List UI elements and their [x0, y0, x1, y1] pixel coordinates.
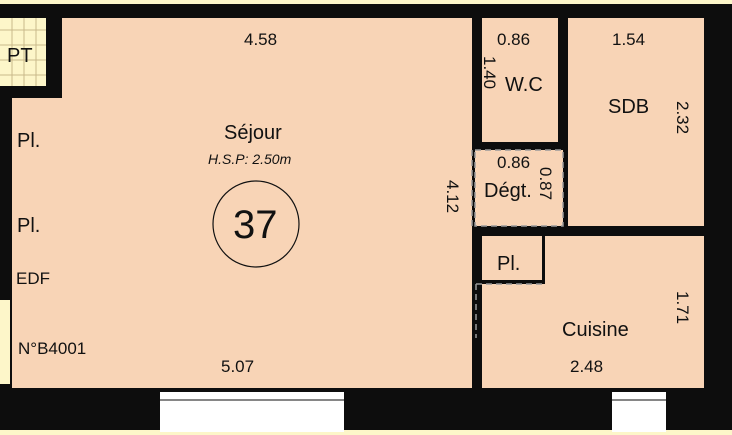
sejour-width-bottom: 5.07 [221, 357, 254, 376]
placard-2-label: Pl. [17, 215, 40, 237]
cuisine-floor [482, 236, 704, 388]
exterior-top-strip [0, 0, 732, 4]
placard-kitchen-label: Pl. [497, 253, 520, 275]
pt-grid [0, 18, 46, 86]
sejour-label: Séjour [224, 122, 282, 144]
degagement-width: 0.86 [497, 153, 530, 172]
apartment-number: 37 [233, 203, 278, 247]
sdb-depth: 2.32 [673, 101, 692, 134]
sejour-depth: 4.12 [443, 180, 462, 213]
window-sejour [160, 392, 344, 432]
cuisine-width: 2.48 [570, 357, 603, 376]
exterior-left-strip [0, 300, 10, 384]
cuisine-label: Cuisine [562, 319, 629, 341]
wc-width: 0.86 [497, 30, 530, 49]
sejour-floor [12, 18, 472, 388]
sdb-label: SDB [608, 96, 649, 118]
degagement-depth: 0.87 [536, 167, 555, 200]
placard-1-label: Pl. [17, 130, 40, 152]
window-cuisine [612, 392, 666, 432]
placard-kitchen-floor [482, 236, 542, 280]
placard-2-floor [14, 186, 54, 262]
wc-label: W.C [505, 74, 543, 96]
sejour-width-top: 4.58 [244, 30, 277, 49]
pt-label: PT [7, 45, 33, 67]
dashed-openings [471, 149, 564, 338]
cuisine-depth: 1.71 [673, 291, 692, 324]
wc-floor [482, 18, 558, 142]
degagement-floor [475, 150, 563, 226]
degagement-label: Dégt. [484, 180, 532, 202]
edf-floor [12, 266, 60, 288]
placard-1-floor [14, 108, 54, 172]
sdb-floor [568, 18, 704, 226]
sdb-width: 1.54 [612, 30, 645, 49]
apartment-number-circle [212, 180, 300, 268]
apartment-reference: N°B4001 [18, 339, 86, 358]
sejour-hsp: H.S.P: 2.50m [208, 151, 292, 167]
edf-label: EDF [16, 269, 50, 288]
wc-depth: 1.40 [480, 56, 499, 89]
